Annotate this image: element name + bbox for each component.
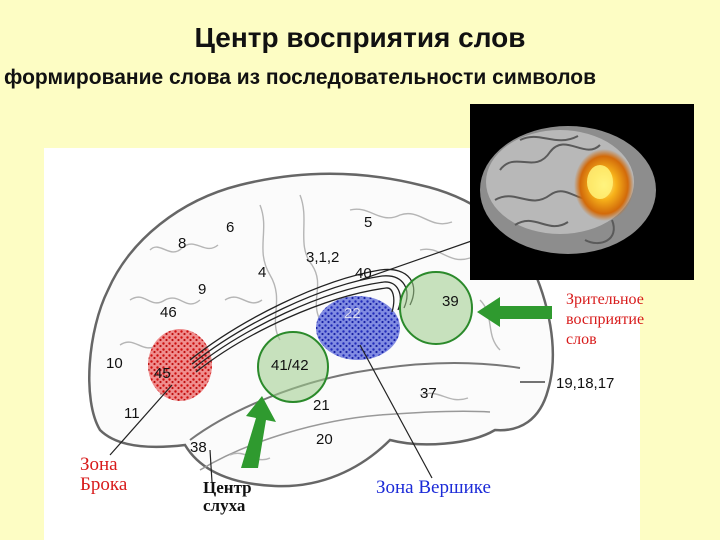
page-subtitle: формирование слова из последовательности… (4, 66, 597, 89)
zone-41-42 (257, 331, 329, 403)
visual-perception-label: Зрительное восприятие слов (566, 291, 645, 348)
page-title: Центр восприятия слов (194, 22, 526, 53)
area-38: 38 (190, 439, 207, 456)
wernicke-zone (316, 296, 400, 360)
area-6: 6 (226, 219, 234, 236)
area-40: 40 (355, 265, 372, 282)
area-8: 8 (178, 235, 186, 252)
area-22: 22 (344, 305, 361, 322)
area-5: 5 (364, 214, 372, 231)
zone-39 (399, 271, 473, 345)
area-39: 39 (442, 293, 459, 310)
area-41-42: 41/42 (271, 357, 309, 374)
area-4: 4 (258, 264, 266, 281)
area-45: 45 (154, 365, 171, 382)
area-20: 20 (316, 431, 333, 448)
lateral-fissure (189, 361, 521, 441)
area-37: 37 (420, 385, 437, 402)
fmri-brain-image (480, 126, 656, 254)
area-9: 9 (198, 281, 206, 298)
area-3-1-2: 3,1,2 (306, 249, 339, 266)
area-19-18-17: 19,18,17 (556, 375, 614, 392)
broca-zone (148, 329, 212, 401)
area-11: 11 (124, 405, 140, 422)
broca-label: Зона Брока (80, 454, 128, 495)
hearing-arrow (241, 396, 276, 468)
hearing-center-label: Центр слуха (203, 478, 252, 515)
wernicke-label: Зона Вершике (376, 477, 491, 498)
area-10: 10 (106, 355, 123, 372)
area-46: 46 (160, 304, 177, 321)
area-21: 21 (313, 397, 330, 414)
visual-arrow (477, 297, 552, 327)
